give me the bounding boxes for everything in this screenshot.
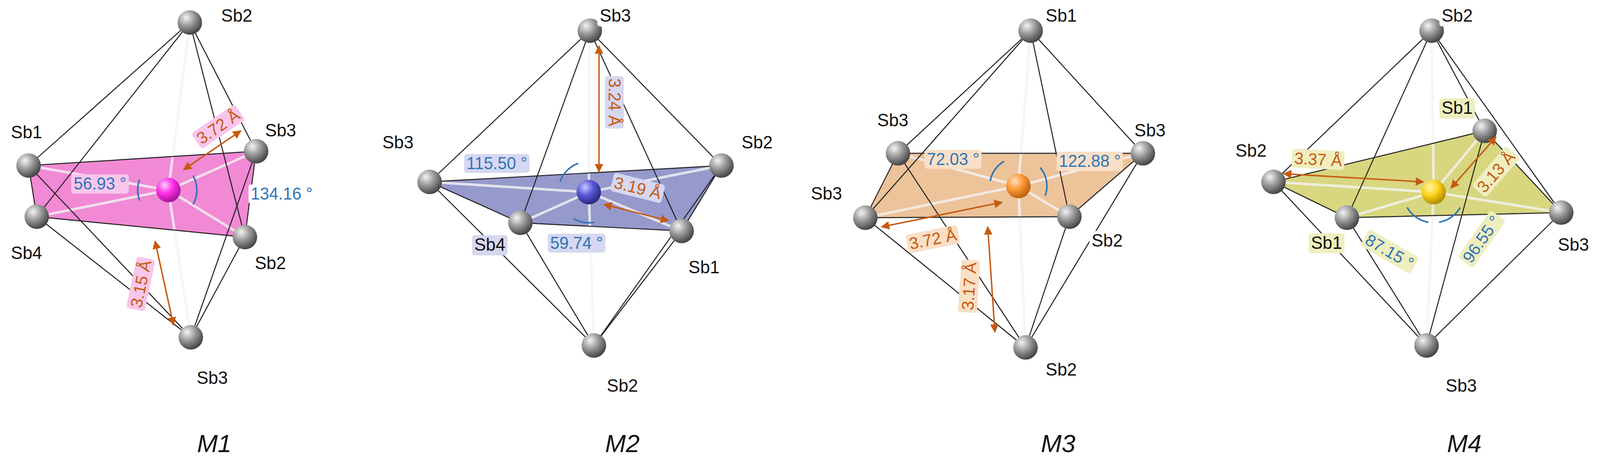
atom-label: Sb3: [808, 183, 845, 204]
atom-label: Sb1: [1043, 6, 1080, 27]
angle-label: 56.93 °: [71, 174, 129, 193]
octahedron-m4: [1261, 18, 1574, 358]
distance-arrow: [1283, 173, 1424, 182]
atom-label: Sb4: [8, 243, 45, 264]
atom-label: Sb3: [597, 6, 634, 27]
atom-label: Sb4: [471, 234, 508, 256]
angle-arc: [1040, 167, 1048, 196]
distance-arrow: [987, 226, 995, 332]
structure-caption: M1: [194, 428, 234, 458]
angle-label: 72.03 °: [924, 149, 983, 169]
atom-label: Sb2: [1233, 140, 1269, 162]
sb-atom: [1057, 204, 1082, 229]
angle-label: 96.55 °: [1457, 209, 1506, 268]
bonds: [865, 30, 1143, 348]
sb-atom: [24, 204, 49, 229]
octahedron-m2: [417, 18, 734, 358]
polyhedron-edges: [865, 30, 1143, 348]
polyhedron-edges: [1273, 30, 1562, 346]
structure-caption: M3: [1038, 428, 1078, 458]
sb-atom: [1548, 200, 1574, 225]
sb-atom: [417, 169, 442, 194]
sb-atom: [1018, 18, 1043, 43]
octahedron-m3: [853, 18, 1156, 360]
angle-arc: [559, 162, 579, 182]
bonds: [28, 22, 256, 338]
metal-atom: [156, 177, 181, 203]
sb-atom: [581, 332, 606, 358]
atom-label: Sb2: [252, 253, 289, 274]
sb-atom: [1261, 169, 1286, 194]
angle-label: 134.16 °: [248, 184, 315, 204]
atom-label: Sb3: [380, 133, 417, 154]
upper-faces: [1273, 30, 1562, 218]
distance-label: 3.72 Å: [191, 104, 246, 150]
angle-label: 115.50 °: [464, 153, 530, 173]
sb-atom: [709, 153, 734, 178]
sb-atom: [244, 139, 269, 164]
atom-label: Sb2: [1043, 359, 1080, 380]
sb-atom: [1130, 140, 1156, 166]
atom-label: Sb2: [604, 375, 641, 396]
distance-label: 3.24 Å: [604, 75, 624, 129]
angle-label: 87.15 °: [1360, 228, 1420, 274]
distance-label: 3.17 Å: [958, 259, 981, 314]
sb-atom: [508, 210, 533, 235]
bonds: [429, 30, 722, 346]
sb-atom: [1414, 332, 1439, 358]
atom-label: Sb2: [1089, 231, 1126, 252]
atom-label: Sb2: [739, 133, 776, 154]
angle-arc: [990, 161, 1005, 181]
atom-label: Sb3: [874, 110, 911, 131]
atom-label: Sb3: [1443, 375, 1480, 396]
polyhedron-edges: [28, 22, 256, 338]
atom-label: Sb3: [1132, 120, 1169, 141]
distance-arrow: [604, 204, 669, 221]
structure-caption: M2: [602, 428, 642, 458]
angle-label: 122.88 °: [1056, 151, 1124, 171]
sb-atom: [885, 140, 911, 166]
atom-label: Sb3: [262, 120, 299, 141]
atom-label: Sb3: [194, 367, 231, 389]
angle-arc: [137, 179, 140, 201]
distance-arrow: [155, 240, 174, 325]
distance-arrow: [598, 46, 600, 172]
sb-atom: [177, 10, 203, 35]
atom-label: Sb2: [1439, 6, 1476, 27]
sb-atom: [669, 218, 694, 244]
structure-caption: M4: [1444, 428, 1484, 458]
octahedron-m1: [16, 10, 268, 350]
distance-label: 3.37 Å: [1291, 148, 1345, 170]
distance-label: 3.72 Å: [905, 224, 961, 254]
angle-arc: [192, 175, 197, 204]
atom-label: Sb1: [686, 257, 722, 278]
upper-faces: [28, 22, 256, 238]
sb-atom: [16, 153, 41, 178]
angle-arc: [1438, 207, 1461, 222]
atom-label: Sb3: [1555, 234, 1592, 256]
upper-faces: [429, 30, 722, 232]
bonds: [1273, 30, 1562, 346]
sb-atom: [232, 224, 257, 250]
sb-atom: [1013, 334, 1038, 360]
angle-label: 59.74 °: [547, 233, 606, 253]
distance-arrow: [881, 202, 1003, 227]
distance-label: 3.15 Å: [126, 256, 156, 312]
polyhedron-edges: [429, 30, 722, 346]
sb-atom: [1334, 205, 1360, 230]
angle-arc: [1407, 207, 1429, 222]
sb-atom: [178, 324, 204, 350]
metal-atom: [1421, 179, 1446, 204]
atom-label: Sb1: [1439, 98, 1476, 119]
atom-label: Sb2: [218, 6, 255, 27]
metal-atom: [576, 179, 601, 204]
angle-arc: [573, 218, 595, 223]
atom-label: Sb1: [8, 122, 45, 143]
atom-label: Sb1: [1308, 232, 1345, 254]
metal-atom: [1006, 173, 1031, 198]
sb-atom: [853, 205, 878, 230]
